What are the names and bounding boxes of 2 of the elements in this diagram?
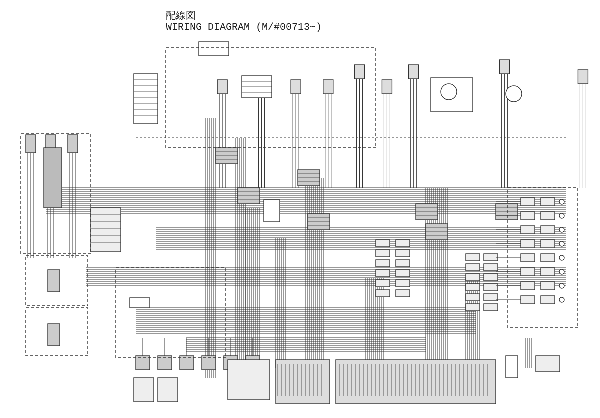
diagram-title: 配線図 [166,12,196,23]
diagram-subtitle: WIRING DIAGRAM (M/#00713~) [166,23,322,34]
